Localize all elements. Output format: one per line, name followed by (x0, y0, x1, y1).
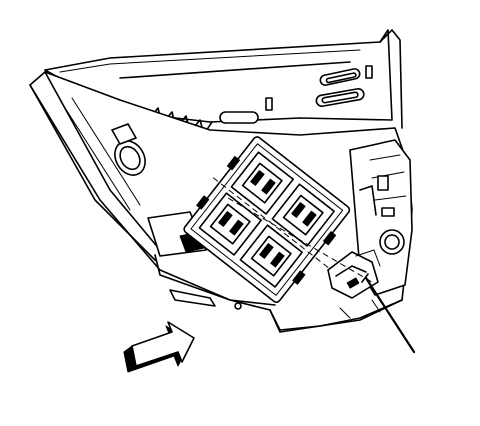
relay-socket-4 (239, 224, 303, 288)
relay-socket-1 (230, 151, 294, 215)
release-tool (361, 273, 416, 354)
direction-arrow (123, 321, 195, 373)
guide-line (227, 197, 373, 283)
relay-socket-2 (271, 183, 335, 247)
